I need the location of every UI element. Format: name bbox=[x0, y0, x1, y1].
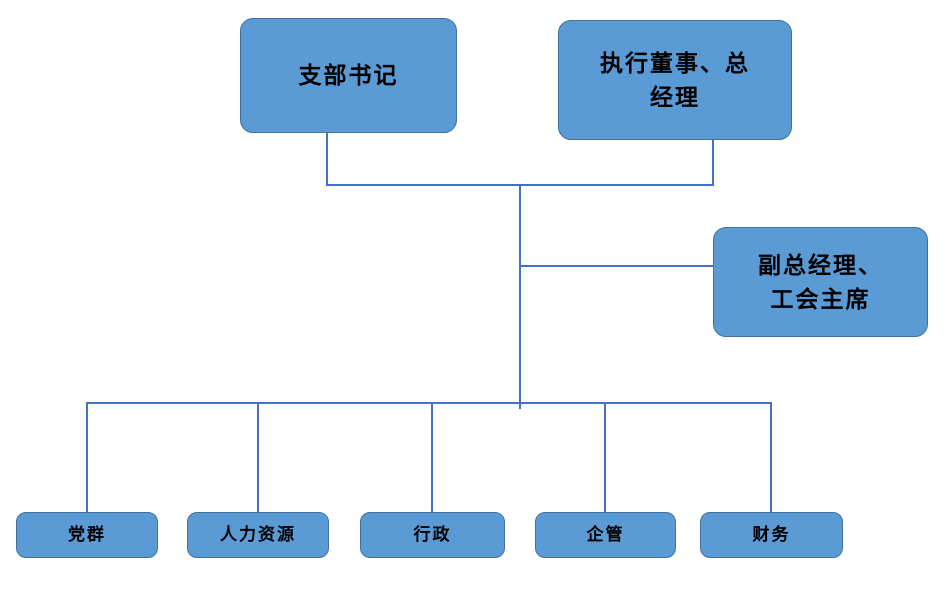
node-dept-human-resources-label: 人力资源 bbox=[220, 525, 296, 545]
node-deputy-general-manager-label: 副总经理、 工会主席 bbox=[758, 251, 883, 313]
connector-bottom-horizontal bbox=[86, 402, 772, 404]
connector-drop-hr bbox=[257, 402, 259, 512]
node-dept-enterprise-management: 企管 bbox=[535, 512, 676, 558]
node-dept-party-group-label: 党群 bbox=[68, 525, 106, 545]
connector-trunk-vertical bbox=[519, 184, 521, 409]
connector-drop-mgmt bbox=[604, 402, 606, 512]
connector-exec-director-drop bbox=[712, 139, 714, 186]
node-dept-administration: 行政 bbox=[360, 512, 505, 558]
node-dept-human-resources: 人力资源 bbox=[187, 512, 329, 558]
connector-drop-finance bbox=[770, 402, 772, 512]
node-dept-finance-label: 财务 bbox=[752, 525, 791, 545]
node-dept-finance: 财务 bbox=[700, 512, 843, 558]
connector-drop-party bbox=[86, 402, 88, 512]
node-dept-party-group: 党群 bbox=[16, 512, 158, 558]
node-branch-secretary-label: 支部书记 bbox=[298, 62, 399, 89]
node-dept-administration-label: 行政 bbox=[413, 525, 452, 545]
node-dept-enterprise-management-label: 企管 bbox=[586, 525, 625, 545]
connector-branch-secretary-drop bbox=[326, 133, 328, 186]
node-executive-director: 执行董事、总 经理 bbox=[558, 20, 792, 140]
node-deputy-general-manager: 副总经理、 工会主席 bbox=[713, 227, 928, 337]
connector-deputy-gm-branch bbox=[519, 265, 713, 267]
node-branch-secretary: 支部书记 bbox=[240, 18, 457, 133]
node-executive-director-label: 执行董事、总 经理 bbox=[600, 49, 750, 111]
connector-drop-admin bbox=[431, 402, 433, 512]
